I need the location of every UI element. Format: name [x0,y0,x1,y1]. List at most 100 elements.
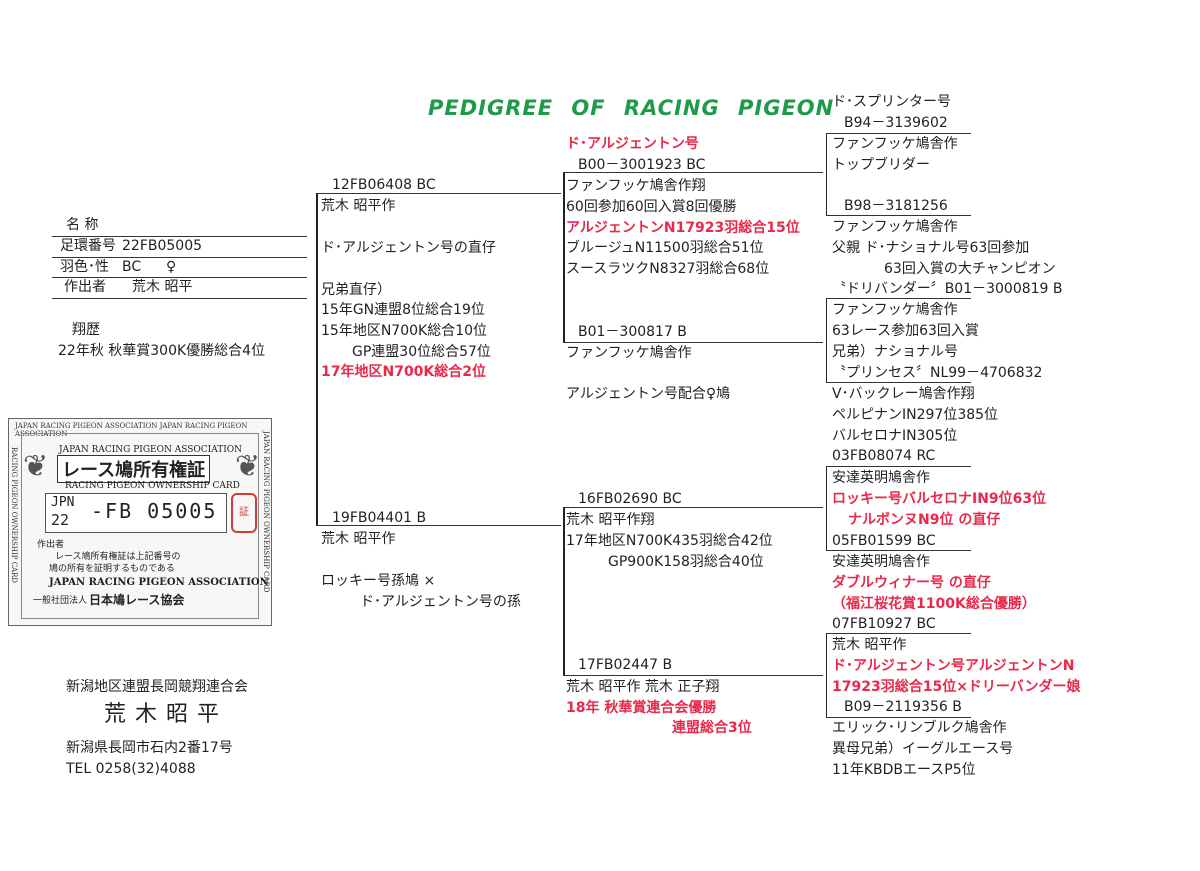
ggp-1-line-0: ファンフッケ鳩舎作 [832,136,958,152]
breeder-label: 作出者 [64,279,106,295]
card-line3: RACING PIGEON OWNERSHIP CARD [65,481,240,491]
card-line1: JAPAN RACING PIGEON ASSOCIATION [59,445,243,455]
ggp-3-line-1: 63レース参加63回入賞 [832,323,979,339]
sire-red-line: 17年地区N700K総合2位 [321,364,487,380]
ownership-card: JAPAN RACING PIGEON ASSOCIATION JAPAN RA… [8,418,272,626]
ggp-2-line-3: 〝ドリバンダー〞B01－3000819 B [832,281,1063,297]
divider [52,236,307,237]
card-number: -FB 05005 [91,499,218,523]
wing-left-icon: ❦ [23,449,49,484]
ggp-5-line-2: ナルボンヌN9位 の直仔 [848,512,1001,528]
sd-line2: アルジェントン号配合♀鳩 [566,386,731,402]
sd-line1: ファンフッケ鳩舎作 [566,345,692,361]
gen2-top-connector [563,172,565,342]
card-assoc-prefix: 一般社団法人 [33,596,88,606]
ggp-0-line-0: ド･スプリンター号 [832,94,951,110]
page-title: PEDIGREE OF RACING PIGEON [428,96,835,120]
color-label: 羽色･性 [60,259,109,275]
gen1-connector [316,193,318,525]
ss-line [563,172,823,173]
card-line2: レース鳩所有権証 [57,455,211,483]
ggp-7-line-3: B09－2119356 B [844,699,962,715]
ss-ring: B00－3001923 BC [578,157,706,173]
owner-name: 荒木昭平 [104,702,229,727]
dd-red2: 連盟総合3位 [672,720,752,736]
dd-red1: 18年 秋華賞連合会優勝 [566,700,717,716]
ring-value: 22FB05005 [122,238,203,254]
card-number-box [45,493,227,533]
sire-line [316,193,561,194]
card-side-left: RACING PIGEON OWNERSHIP CARD [10,447,18,583]
sire-line-6: 15年地区N700K総合10位 [321,323,488,339]
card-year: 22 [51,511,70,529]
card-assoc-en: JAPAN RACING PIGEON ASSOCIATION [49,577,269,588]
sire-line-4: 兄弟直仔） [321,282,391,298]
ggp-6-line-1: ダブルウィナー号 の直仔 [832,575,991,591]
sire-line-2: ド･アルジェントン号の直仔 [321,240,496,256]
card-jpn: JPN [51,495,75,510]
gen3-line [826,466,971,467]
owner-club: 新潟地区連盟長岡競翔連合会 [66,679,248,695]
card-maker-label: 作出者 [37,540,65,550]
ggp-7-line-2: 17923羽総合15位×ドリーバンダー娘 [832,679,1081,695]
ss-red-line: アルジェントンN17923羽総合15位 [566,220,800,236]
ggp-6-line-0: 安達英明鳩舎作 [832,554,930,570]
ss-line-1: 60回参加60回入賞8回優勝 [566,199,737,215]
ss-line-3: スースラツクN8327羽総合68位 [566,261,770,277]
ggp-2-line-0: ファンフッケ鳩舎作 [832,219,958,235]
record-label: 翔歴 [72,322,100,338]
ggp-4-line-1: ペルピナンIN297位385位 [832,407,999,423]
owner-address: 新潟県長岡市石内2番17号 [66,740,233,756]
sex-symbol: ♀ [166,259,177,275]
ds-line [563,507,823,508]
ggp-7-line-0: 荒木 昭平作 [832,637,907,653]
gen3-connector-2 [826,298,827,382]
ggp-5-line-1: ロッキー号バルセロナIN9位63位 [832,491,1047,507]
ggp-8-line-1: 異母兄弟）イーグルエース号 [832,741,1014,757]
gen3-connector-3 [826,466,827,550]
dam-line2: ド･アルジェントン号の孫 [360,594,521,610]
ss-line-2: ブルージュN11500羽総合51位 [566,240,764,256]
ggp-4-line-2: バルセロナIN305位 [832,428,958,444]
card-inner-frame [21,433,259,619]
gen3-line [826,633,971,634]
ggp-8-line-0: エリック･リンブルク鳩舎作 [832,720,1007,736]
sire-line-7: GP連盟30位総合57位 [352,344,491,360]
record-line: 22年秋 秋華賞300K優勝総合4位 [58,343,266,359]
sire-line-5: 15年GN連盟8位総合19位 [321,302,485,318]
ggp-8-line-2: 11年KBDBエースP5位 [832,762,976,778]
ss-red-name: ド･アルジェントン号 [566,136,699,152]
ggp-2-line-2: 63回入賞の大チャンピオン [884,261,1056,277]
ggp-4-line-3: 03FB08074 RC [832,448,936,464]
owner-tel: TEL 0258(32)4088 [66,761,196,777]
ggp-3-line-0: ファンフッケ鳩舎作 [832,302,958,318]
divider [52,277,307,278]
sd-line [563,342,823,343]
ggp-1-line-3: B98－3181256 [844,198,948,214]
ggp-4-line-0: V･バックレー鳩舎作翔 [832,386,975,402]
sire-ring: 12FB06408 BC [332,177,436,193]
breeder-value: 荒木 昭平 [132,279,193,295]
ggp-1-line-1: トップブリダー [832,157,930,173]
gen3-line [826,382,971,383]
ggp-0-line-1: B94－3139602 [844,115,948,131]
ds-line-1: 17年地区N700K435羽総合42位 [566,533,773,549]
name-label: 名 称 [66,217,99,233]
dam-breeder: 荒木 昭平作 [321,531,396,547]
gen3-line [826,550,971,551]
gen3-connector-4 [826,633,827,717]
ggp-3-line-2: 兄弟）ナショナル号 [832,344,958,360]
wing-right-icon: ❦ [235,449,261,484]
dam-ring: 19FB04401 B [332,510,427,526]
gen3-line [826,133,971,134]
ds-line-2: GP900K158羽総合40位 [608,554,764,570]
dd-line [563,675,823,676]
dam-line [316,525,561,526]
ggp-6-line-3: 07FB10927 BC [832,616,936,632]
gen3-line [826,298,971,299]
card-top-text: JAPAN RACING PIGEON ASSOCIATION JAPAN RA… [15,422,248,438]
card-cert2: 鳩の所有を証明するものである [49,564,175,574]
sire-line-0: 荒木 昭平作 [321,198,396,214]
ggp-7-line-1: ド･アルジェントン号アルジェントンN [832,658,1075,674]
ggp-3-line-3: 〝プリンセス〞NL99－4706832 [832,365,1043,381]
